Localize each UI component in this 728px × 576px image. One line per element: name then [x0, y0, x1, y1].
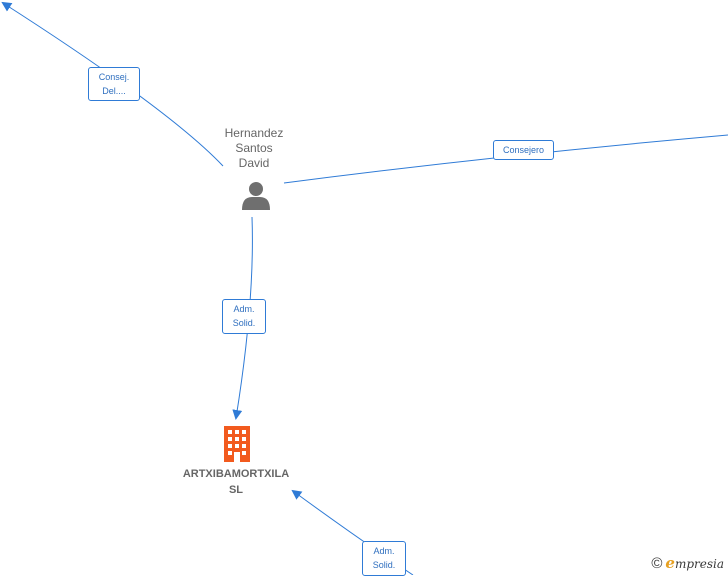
company-name-line-1: ARTXIBAMORTXILA — [182, 468, 290, 480]
edge-label-adm-solid-bottom[interactable]: Adm. Solid. — [362, 541, 406, 576]
person-node-name[interactable]: Hernandez Santos David — [204, 126, 304, 171]
brand-logo: empresia — [665, 554, 724, 572]
company-name-line-2: SL — [228, 484, 244, 496]
building-icon[interactable] — [222, 426, 252, 467]
brand-initial: e — [665, 554, 675, 572]
person-name-line-2: Santos — [235, 141, 273, 155]
company-node-name[interactable]: ARTXIBAMORTXILA SL — [166, 466, 306, 498]
edge-label-consejero[interactable]: Consejero — [493, 140, 554, 160]
person-name-line-3: David — [238, 156, 270, 170]
empresia-watermark: © empresia — [651, 554, 724, 572]
edge-consej-del[interactable] — [1, 1, 224, 167]
person-icon[interactable] — [240, 180, 272, 217]
brand-rest: mpresia — [674, 557, 724, 571]
person-name-line-1: Hernandez — [224, 126, 284, 140]
edge-label-consej-del[interactable]: Consej. Del.... — [88, 67, 140, 101]
edge-label-adm-solid-top[interactable]: Adm. Solid. — [222, 299, 266, 334]
copyright-symbol: © — [651, 554, 663, 572]
